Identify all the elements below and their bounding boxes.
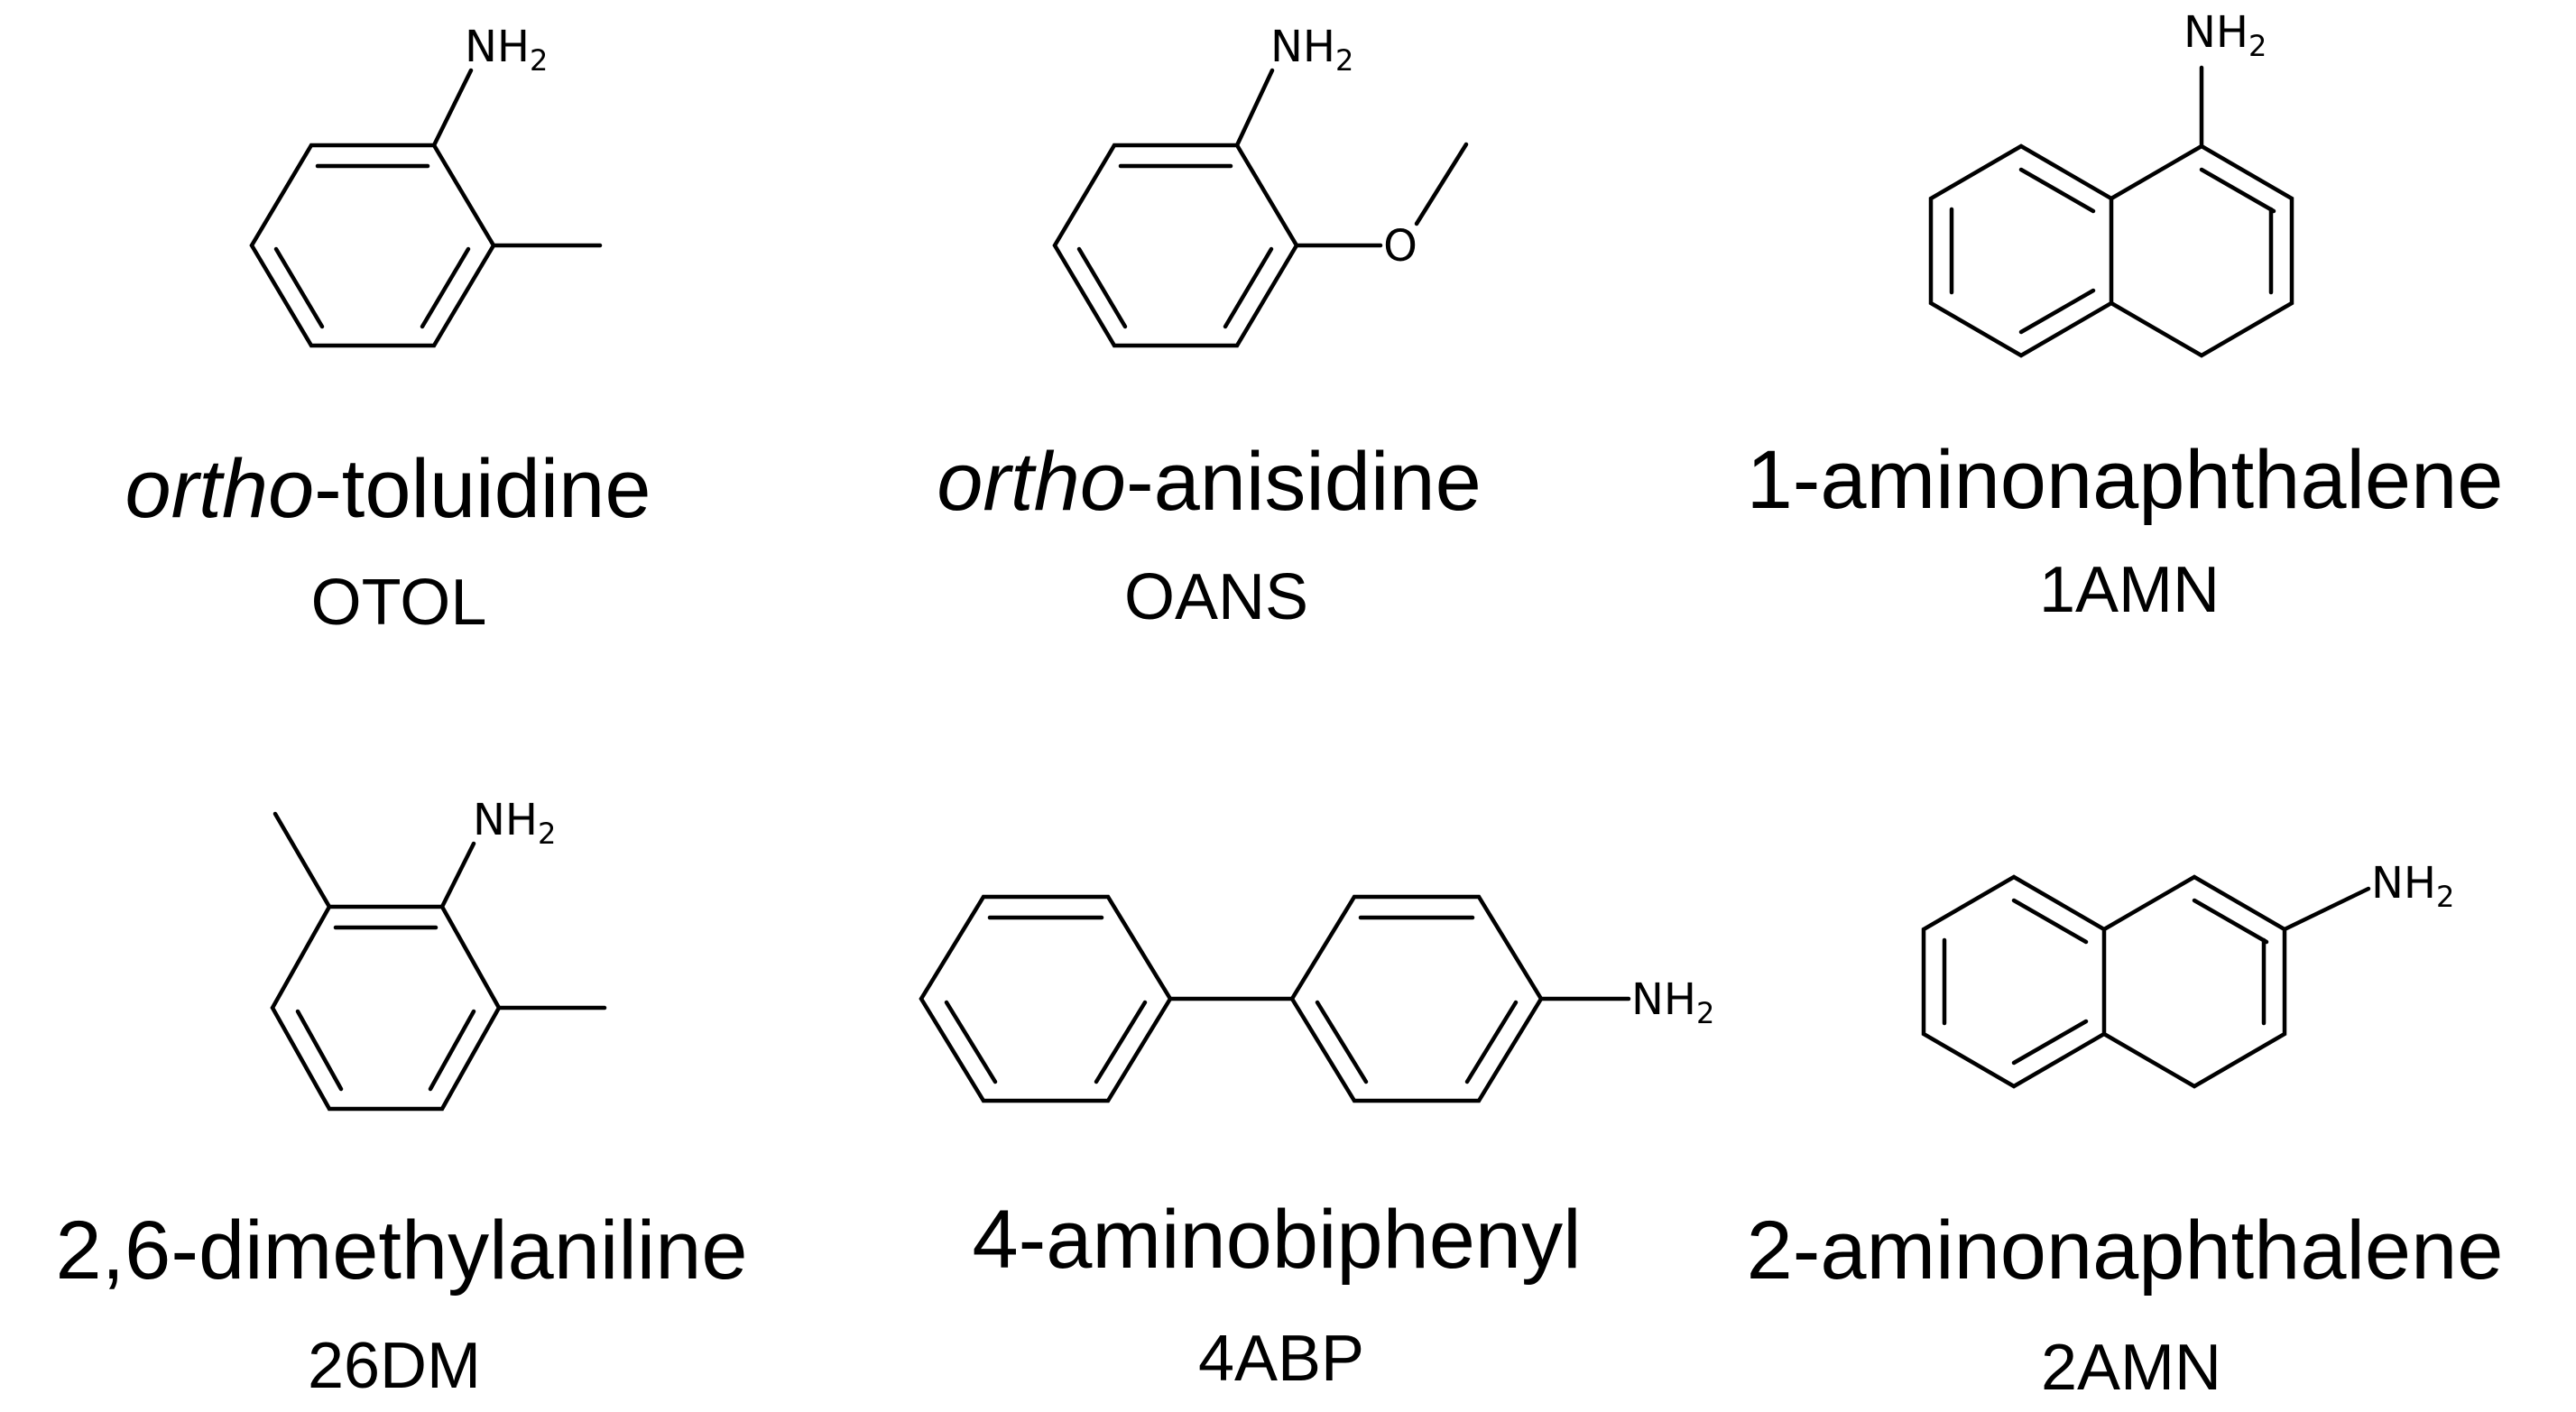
structure-otol: NH2 <box>249 22 603 348</box>
4abp-ring-left <box>919 894 1173 1103</box>
1amn-amine-label: NH2 <box>2184 7 2267 63</box>
oans-amine-label: NH2 <box>1270 22 1353 78</box>
2amn-amine-label: NH2 <box>2371 858 2454 914</box>
otol-benzene-ring <box>249 143 496 348</box>
compound-name-otol: ortho-toluidine <box>125 443 651 535</box>
structure-1amn: NH2 <box>1928 7 2294 358</box>
otol-amine-label: NH2 <box>465 22 548 78</box>
compound-abbr-oans: OANS <box>1124 561 1308 633</box>
compound-name-26dm: 2,6-dimethylaniline <box>55 1204 747 1297</box>
structure-oans: O NH2 <box>1052 22 1469 348</box>
compound-name-1amn: 1-aminonaphthalene <box>1747 434 2504 526</box>
compound-name-oans: ortho-anisidine <box>937 436 1482 528</box>
26dm-inner-double-bonds <box>295 925 476 1092</box>
compound-abbr-4abp: 4ABP <box>1198 1323 1364 1395</box>
26dm-methyl-bond-left <box>272 811 332 909</box>
oans-benzene-ring <box>1052 143 1299 348</box>
26dm-amine-label: NH2 <box>473 795 556 851</box>
compound-abbr-1amn: 1AMN <box>2039 554 2220 626</box>
2amn-amine-bond <box>2282 886 2371 932</box>
structure-4abp: NH2 <box>919 894 1714 1103</box>
4abp-amine-label: NH2 <box>1631 974 1714 1030</box>
4abp-ring-right-double-bonds <box>1315 915 1519 1084</box>
26dm-benzene-ring <box>270 904 502 1112</box>
1amn-inner-double-bonds <box>1949 167 2276 335</box>
oans-methyl-bond <box>1414 142 1469 226</box>
4abp-ring-left-double-bonds <box>944 915 1148 1084</box>
1amn-naphthalene-rings <box>1928 143 2294 358</box>
compound-abbr-26dm: 26DM <box>308 1330 481 1402</box>
otol-inner-double-bonds <box>273 163 471 329</box>
compound-name-2amn: 2-aminonaphthalene <box>1747 1204 2504 1297</box>
structure-2amn: NH2 <box>1921 858 2454 1089</box>
26dm-amine-bond <box>439 841 476 909</box>
2amn-naphthalene-rings <box>1921 874 2287 1089</box>
4abp-ring-right <box>1289 894 1544 1103</box>
compound-name-4abp: 4-aminobiphenyl <box>972 1194 1581 1286</box>
compound-abbr-2amn: 2AMN <box>2041 1332 2221 1404</box>
compound-abbr-otol: OTOL <box>311 567 487 639</box>
oans-inner-double-bonds <box>1076 163 1274 329</box>
oans-oxygen-label: O <box>1383 221 1417 272</box>
oans-amine-bond <box>1234 68 1275 148</box>
structure-26dm: NH2 <box>270 795 607 1112</box>
2amn-inner-double-bonds <box>1942 898 2269 1066</box>
otol-amine-bond <box>431 68 474 148</box>
